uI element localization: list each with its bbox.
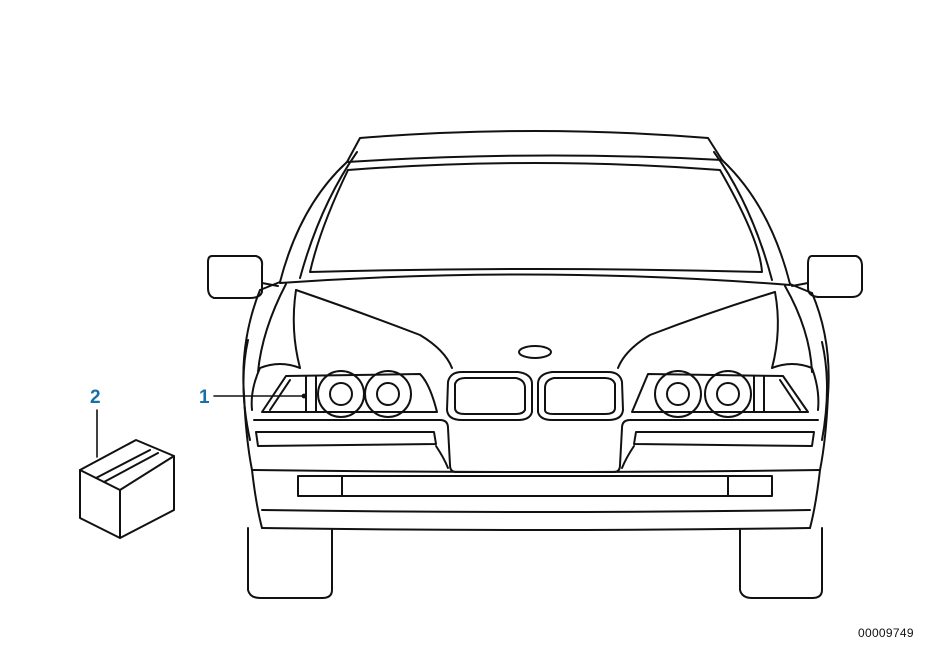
body-side-right [809, 292, 830, 529]
tire-right [739, 527, 823, 599]
headlight-left [261, 370, 438, 418]
hood-line [279, 273, 791, 286]
side-mirror-left [207, 255, 264, 299]
hood-crease-right [617, 291, 776, 369]
body-side-left [242, 289, 263, 529]
a-pillar-left [279, 161, 348, 283]
diagram-id-label: 00009749 [858, 626, 914, 640]
car-roof [346, 130, 723, 163]
hood-crease-left [295, 289, 453, 369]
front-bumper [251, 419, 821, 531]
callout-1-leader-dot [301, 393, 307, 399]
package-box [79, 439, 175, 539]
windshield [309, 162, 763, 273]
headlight-right [631, 370, 809, 418]
side-mirror-right [807, 255, 863, 298]
callout-number-1[interactable]: 1 [199, 387, 210, 408]
tire-left [247, 527, 333, 599]
a-pillar-right [721, 159, 791, 285]
roof-line [346, 154, 723, 163]
lower-intake [297, 475, 773, 497]
car-front-view [207, 130, 863, 599]
kidney-grille [446, 371, 624, 421]
hood-emblem [518, 345, 552, 359]
callout-number-2[interactable]: 2 [90, 387, 101, 408]
